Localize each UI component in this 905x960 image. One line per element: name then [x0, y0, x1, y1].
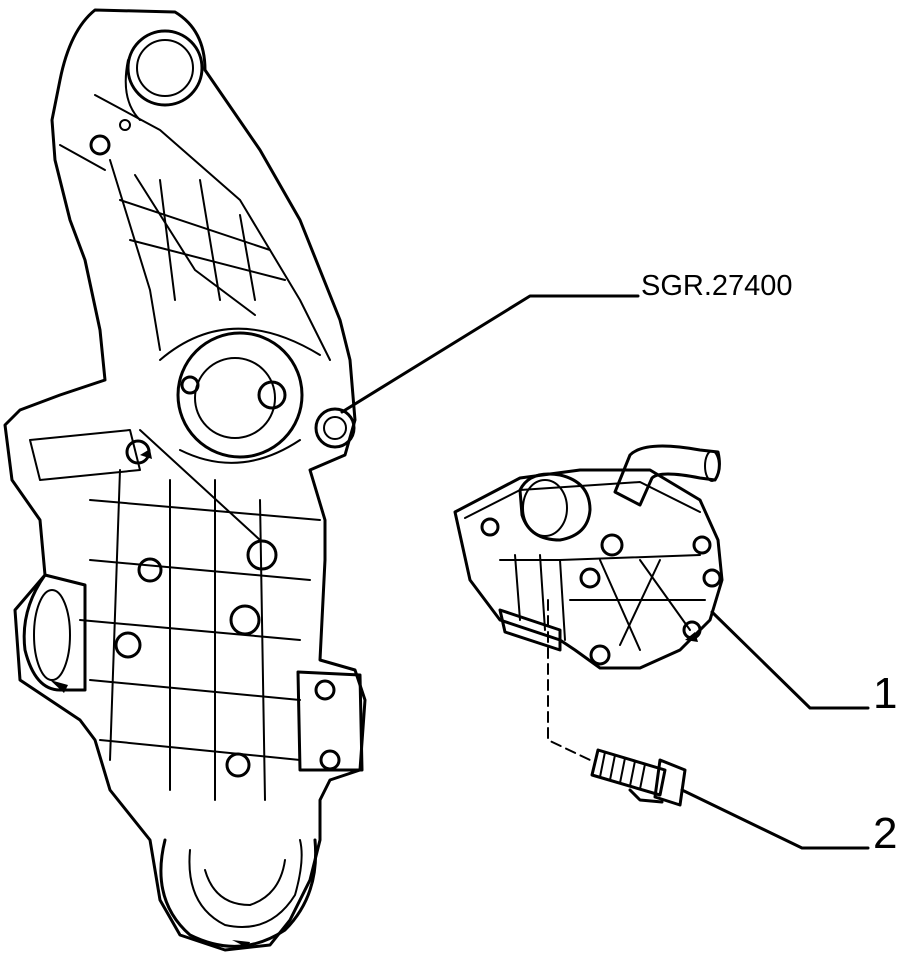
screw-fastener [590, 748, 687, 807]
leader-line-reference [340, 294, 640, 414]
callout-item-2: 2 [873, 809, 898, 858]
pump-assembly [453, 444, 724, 761]
callout-item-1: 1 [873, 669, 898, 718]
leader-line-item-2 [680, 788, 870, 850]
callout-reference-code: SGR.27400 [641, 270, 793, 302]
mounting-bracket [3, 8, 367, 952]
leader-line-item-1 [710, 610, 870, 710]
